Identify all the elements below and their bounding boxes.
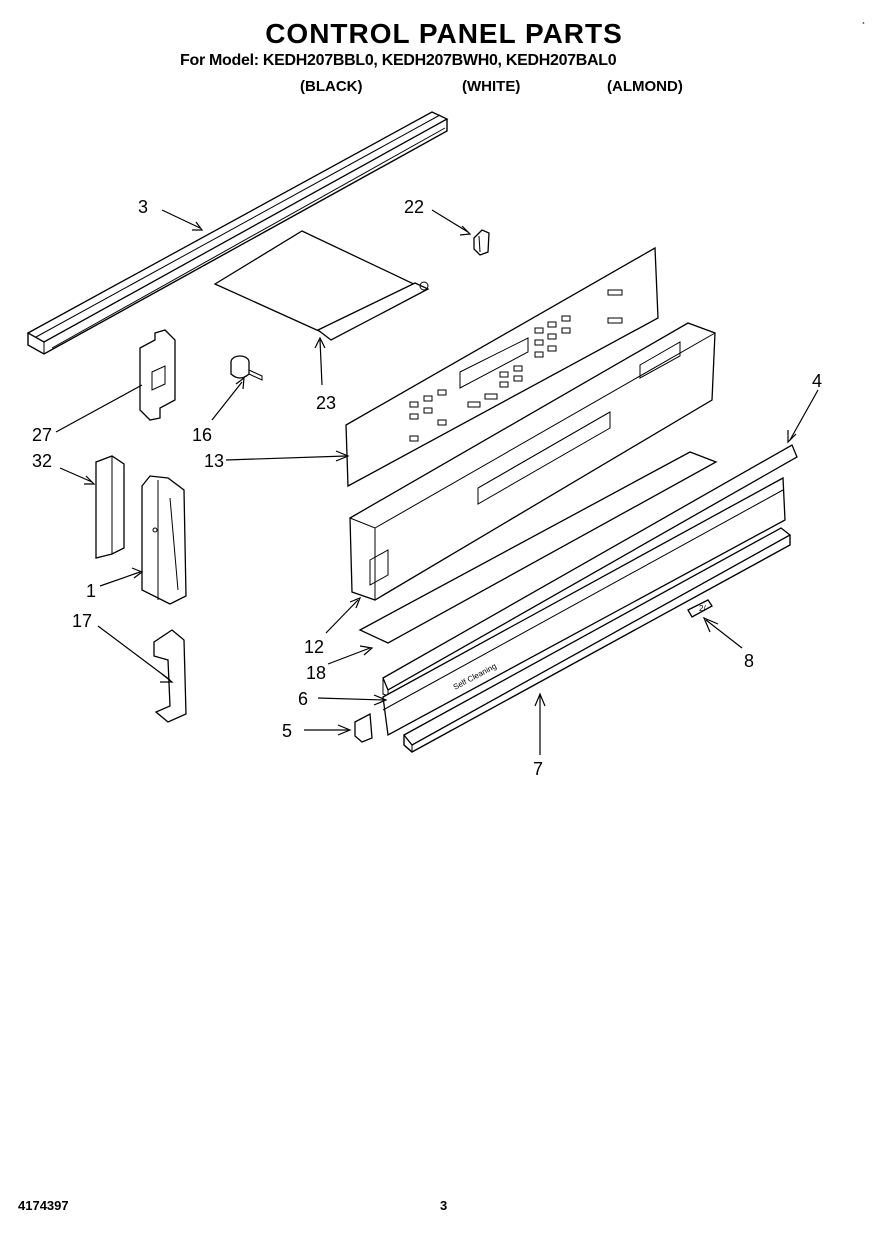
callout-22: 22	[404, 197, 425, 217]
callout-3: 3	[138, 197, 149, 217]
part-1-end-cap	[141, 475, 187, 605]
callout-12: 12	[304, 637, 325, 657]
callout-17: 17	[72, 611, 93, 631]
part-17-bracket	[153, 629, 187, 723]
callout-6: 6	[298, 689, 309, 709]
callout-4: 4	[812, 371, 823, 391]
part-3-trim-rail	[26, 111, 449, 355]
callout-8: 8	[744, 651, 755, 671]
part-8-bracket: 2/	[687, 599, 713, 618]
model-numbers: For Model: KEDH207BBL0, KEDH207BWH0, KED…	[180, 52, 617, 69]
callout-16: 16	[192, 425, 213, 445]
callout-13: 13	[204, 451, 225, 471]
page-title: CONTROL PANEL PARTS	[265, 18, 623, 49]
page-number: 3	[440, 1198, 448, 1213]
callout-18: 18	[306, 663, 327, 683]
part-6-front-trim: Self Cleaning	[382, 476, 786, 737]
callout-5: 5	[282, 721, 293, 741]
variant-almond: (ALMOND)	[607, 78, 683, 95]
part-32-side-panel	[95, 455, 125, 559]
callout-1: 1	[86, 581, 97, 601]
part-5-end-clip	[354, 712, 373, 743]
leader-lines	[55, 209, 819, 755]
part-27-bracket	[139, 329, 176, 421]
variant-white: (WHITE)	[462, 78, 521, 95]
variant-black: (BLACK)	[300, 78, 363, 95]
callout-7: 7	[533, 759, 544, 779]
part-23-window	[213, 230, 430, 341]
part-18-shield	[358, 411, 718, 644]
part-8-mark: 2/	[699, 604, 706, 613]
part-13-control-panel	[345, 246, 659, 488]
callout-32: 32	[32, 451, 53, 471]
callout-27: 27	[32, 425, 53, 445]
callout-23: 23	[316, 393, 337, 413]
document-number: 4174397	[18, 1198, 69, 1213]
part-16-bumper	[230, 355, 263, 381]
corner-mark: ¸	[862, 14, 866, 25]
part-22-clip	[473, 229, 490, 256]
part-7-channel	[403, 527, 792, 753]
